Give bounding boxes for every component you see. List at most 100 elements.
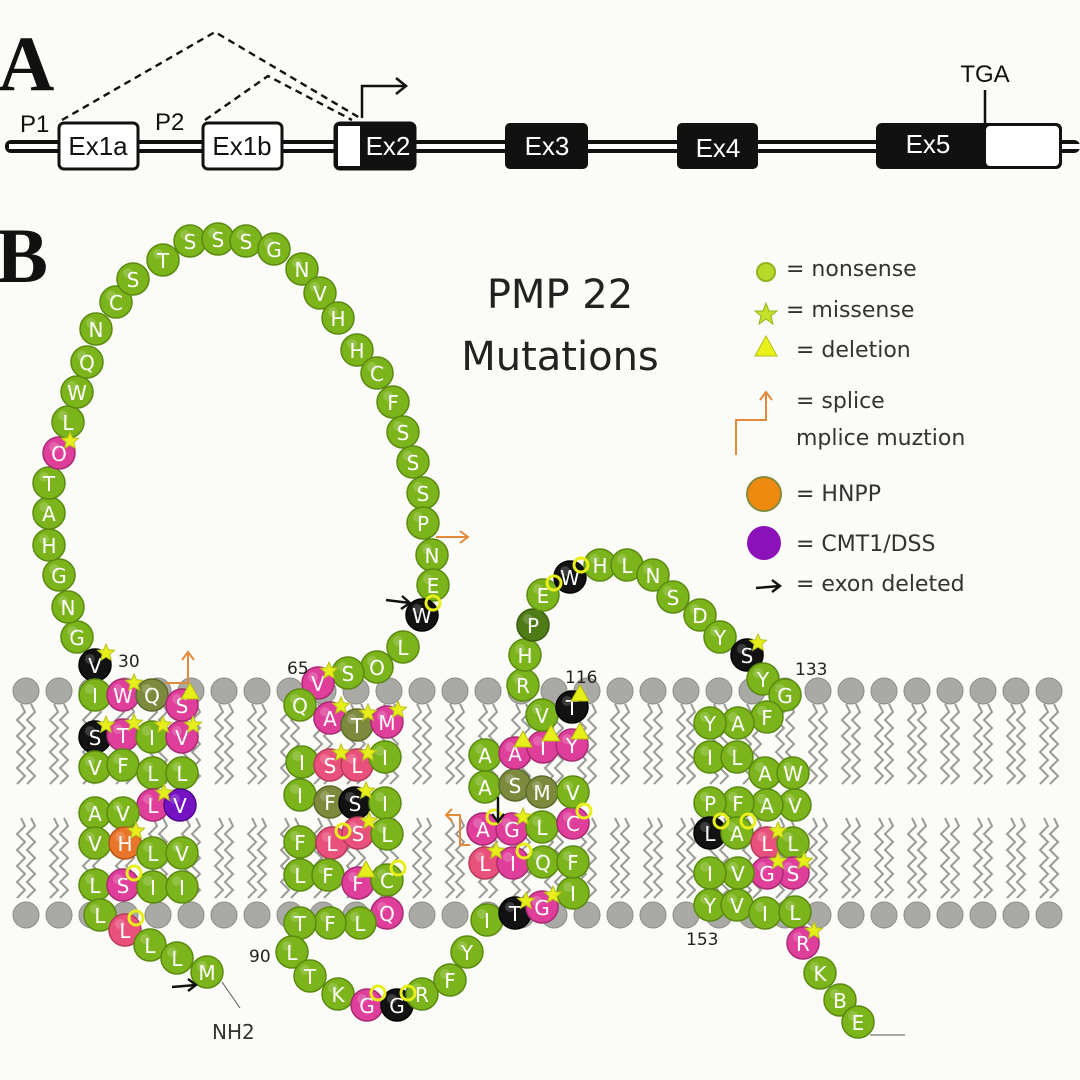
residue-letter: L: [294, 864, 306, 888]
residue-highlight: [113, 874, 123, 884]
residue-bead: [841, 1005, 875, 1039]
lipid-head: [1002, 901, 1030, 929]
residue-letter: N: [646, 564, 661, 588]
residue-letter: F: [322, 864, 334, 888]
residue: G: [768, 678, 802, 712]
residue: C: [99, 285, 133, 319]
missense-star-icon: [154, 782, 174, 802]
residue-letter: V: [788, 794, 802, 818]
residue-highlight: [412, 604, 422, 614]
residue-highlight: [413, 482, 423, 492]
residue-bead: [370, 817, 404, 851]
missense-star-icon: [513, 806, 533, 826]
residue: T: [32, 466, 66, 500]
residue-letter: B: [833, 989, 847, 1013]
residue-highlight: [49, 564, 59, 574]
lipid-head: [936, 901, 964, 929]
residue-bead: [556, 845, 590, 879]
lipid-tail: [1005, 817, 1017, 899]
residue: S: [331, 656, 365, 690]
lipid-tail: [454, 817, 466, 899]
residue-letter: L: [621, 554, 633, 578]
residue-letter: R: [415, 983, 429, 1007]
residue: L: [720, 740, 754, 774]
missense-star-icon: [358, 702, 378, 722]
residue-highlight: [700, 792, 710, 802]
residue: S: [201, 222, 235, 256]
residue-highlight: [318, 864, 328, 874]
residue-highlight: [86, 318, 96, 328]
residue-bead: [163, 788, 197, 822]
residue: Y: [703, 620, 737, 654]
residue: T: [293, 959, 327, 993]
svg-text:mplice muztion: mplice muztion: [796, 426, 965, 451]
lipid-tail: [850, 817, 862, 899]
residue-letter: L: [397, 636, 409, 660]
residue-highlight: [85, 654, 95, 664]
svg-text:= deletion: = deletion: [796, 338, 911, 363]
residue-highlight: [49, 442, 59, 452]
residue-highlight: [563, 812, 573, 822]
residue-letter: G: [504, 818, 520, 842]
lipid-head: [144, 901, 172, 929]
residue-letter: L: [171, 947, 183, 971]
residue-letter: H: [517, 644, 532, 668]
svg-text:= HNPP: = HNPP: [796, 482, 881, 507]
residue-highlight: [475, 744, 485, 754]
residue: T: [340, 708, 374, 742]
splice-site-arrows: [165, 530, 470, 846]
residue: V: [78, 750, 112, 784]
residue-highlight: [785, 794, 795, 804]
residue-letter: I: [382, 746, 388, 770]
residue-highlight: [413, 512, 423, 522]
position-label-116: 116: [565, 668, 597, 688]
residue-letter: R: [796, 932, 810, 956]
residue-letter: L: [62, 411, 74, 435]
lipid-tail: [444, 703, 456, 785]
missense-star-icon: [153, 714, 173, 734]
residue: N: [51, 590, 85, 624]
residue-highlight: [513, 674, 523, 684]
lipid-tail: [25, 817, 37, 899]
residue-letter: H: [330, 307, 345, 331]
lipid-tail: [883, 703, 895, 785]
residue-letter: A: [730, 822, 744, 846]
residue-letter: F: [732, 792, 744, 816]
residue-highlight: [700, 746, 710, 756]
residue: I: [136, 870, 170, 904]
residue: S: [656, 580, 690, 614]
lipid-head: [969, 901, 997, 929]
lipid-tail: [619, 817, 631, 899]
residue-letter: L: [354, 912, 366, 936]
residue-highlight: [350, 912, 360, 922]
residue-letter: H: [592, 554, 607, 578]
residue: G: [42, 558, 76, 592]
residue-highlight: [505, 902, 515, 912]
residue: I: [556, 876, 590, 910]
residue-highlight: [348, 872, 358, 882]
residue-highlight: [290, 694, 300, 704]
residue-highlight: [320, 912, 330, 922]
residue-highlight: [590, 554, 600, 564]
lipid-tail: [411, 817, 423, 899]
residue-letter: A: [323, 707, 337, 731]
residue-letter: Q: [379, 902, 395, 926]
residue-highlight: [292, 751, 302, 761]
residue-highlight: [710, 626, 720, 636]
residue: L: [83, 898, 117, 932]
residue-letter: I: [149, 726, 155, 750]
residue-highlight: [700, 894, 710, 904]
residue: Q: [526, 845, 560, 879]
residue: C: [370, 863, 404, 897]
residue-letter: V: [175, 842, 189, 866]
lipid-tail: [25, 703, 37, 785]
residue-highlight: [143, 876, 153, 886]
residue-highlight: [39, 472, 49, 482]
missense-star-icon: [331, 695, 351, 715]
stop-codon-label: TGA: [960, 61, 1009, 88]
residue-highlight: [320, 707, 330, 717]
nonsense-circle-icon: [572, 556, 590, 574]
missense-star-icon: [753, 301, 779, 326]
lipid-tail: [675, 703, 687, 785]
residue-letter: Y: [713, 626, 727, 650]
